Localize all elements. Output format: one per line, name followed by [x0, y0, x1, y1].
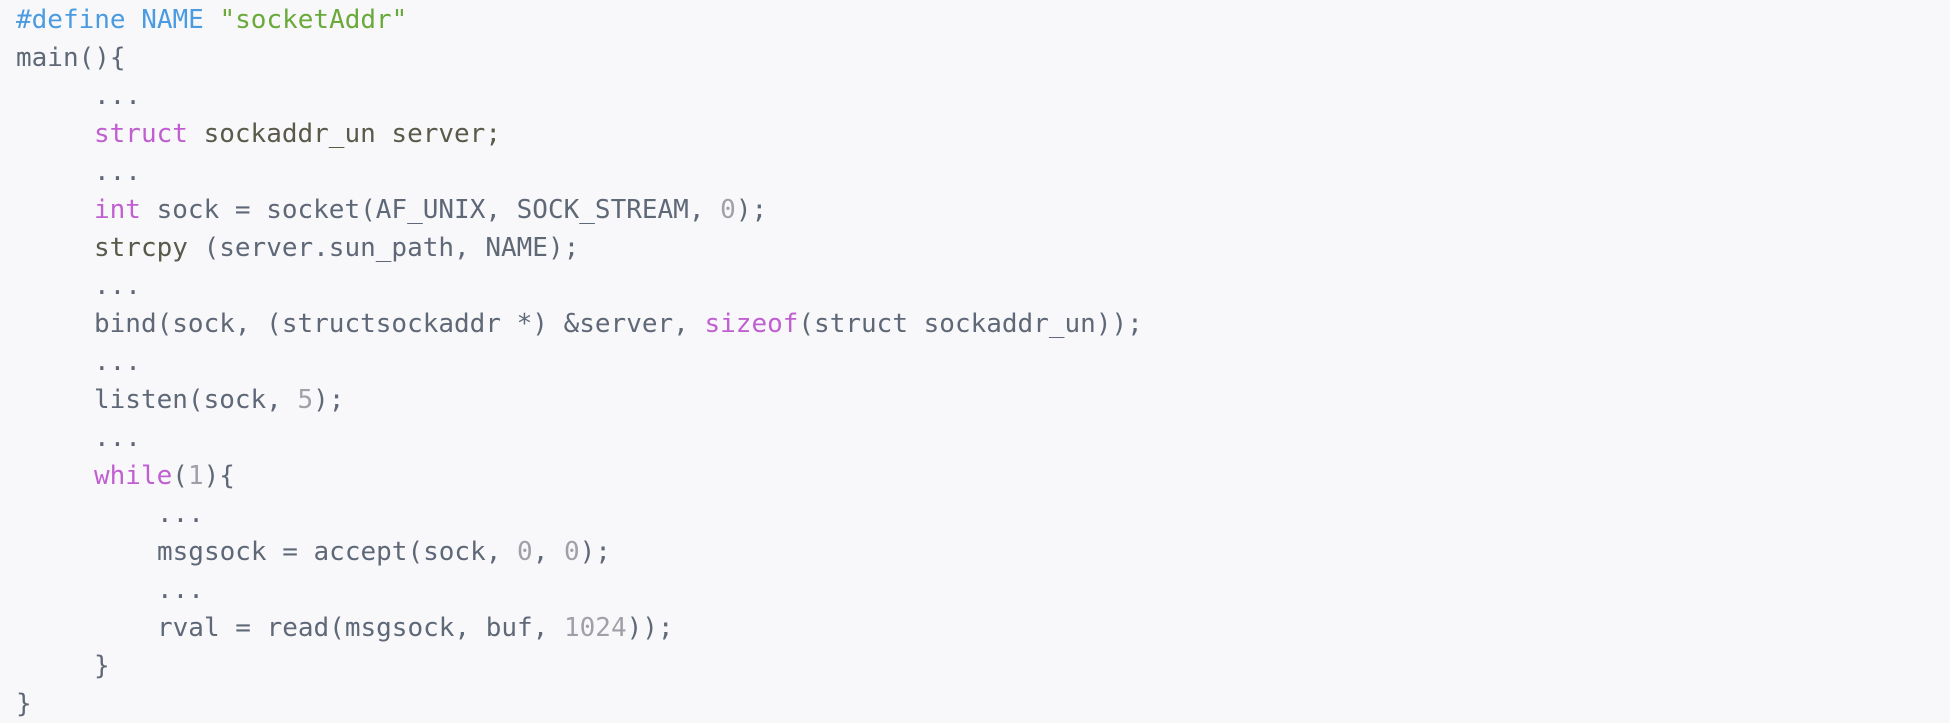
code-token-default: bind(sock, (structsockaddr *) &server,: [94, 309, 705, 339]
code-token-default: );: [735, 195, 768, 225]
code-line: #define NAME "socketAddr": [0, 1, 1950, 39]
code-line: ...: [0, 77, 1950, 115]
code-token-default: }: [16, 689, 32, 719]
code-line: struct sockaddr_un server;: [0, 115, 1950, 153]
code-token-keyword: sizeof: [704, 309, 799, 339]
code-token-number: 1: [187, 461, 204, 491]
code-token-default: (struct sockaddr_un));: [798, 309, 1143, 339]
code-token-number: 0: [564, 537, 580, 567]
code-token-default: }: [94, 651, 110, 681]
code-token-number: 0: [517, 537, 533, 567]
code-line: while(1){: [0, 457, 1950, 495]
code-line: strcpy (server.sun_path, NAME);: [0, 229, 1950, 267]
code-token-default: ...: [94, 81, 141, 111]
code-token-number: 0: [720, 195, 736, 225]
code-token-default: sock = socket(AF_UNIX, SOCK_STREAM,: [140, 195, 721, 225]
code-token-number: 1024: [564, 613, 627, 643]
code-token-default: ...: [157, 575, 204, 605]
code-token-default: ...: [157, 499, 204, 529]
code-token-default: main(){: [16, 43, 126, 73]
code-token-default: rval = read(msgsock, buf,: [157, 613, 564, 643]
code-token-keyword: struct: [94, 119, 188, 149]
code-line: ...: [0, 495, 1950, 533]
code-token-default: ...: [94, 157, 141, 187]
code-token-default: listen(sock,: [94, 385, 298, 415]
code-token-default: ...: [94, 271, 141, 301]
code-line: }: [0, 685, 1950, 723]
code-token-default: ){: [203, 461, 235, 491]
code-token-keyword: int: [94, 195, 141, 225]
code-token-type-name: sockaddr_un server;: [187, 119, 501, 149]
code-token-default: );: [579, 537, 611, 567]
code-token-default: ...: [94, 423, 141, 453]
code-token-type-name: strcpy: [94, 233, 188, 263]
code-line: ...: [0, 571, 1950, 609]
code-token-default: msgsock = accept(sock,: [157, 537, 518, 567]
code-token-default: ...: [94, 347, 141, 377]
code-line: ...: [0, 153, 1950, 191]
code-line: ...: [0, 343, 1950, 381]
code-line: rval = read(msgsock, buf, 1024));: [0, 609, 1950, 647]
code-line: main(){: [0, 39, 1950, 77]
code-line: bind(sock, (structsockaddr *) &server, s…: [0, 305, 1950, 343]
code-token-default: ));: [626, 613, 674, 643]
code-token-keyword: while: [94, 461, 173, 491]
code-line: }: [0, 647, 1950, 685]
code-token-string: "socketAddr": [219, 5, 408, 35]
code-line: int sock = socket(AF_UNIX, SOCK_STREAM, …: [0, 191, 1950, 229]
code-line: msgsock = accept(sock, 0, 0);: [0, 533, 1950, 571]
code-token-default: (: [172, 461, 188, 491]
code-token-default: );: [313, 385, 345, 415]
code-line: ...: [0, 419, 1950, 457]
code-token-default: ,: [532, 537, 564, 567]
code-line: ...: [0, 267, 1950, 305]
code-line: listen(sock, 5);: [0, 381, 1950, 419]
code-token-default: (server.sun_path, NAME);: [187, 233, 580, 263]
code-token-number: 5: [297, 385, 314, 415]
code-token-preprocessor: #define NAME: [16, 5, 220, 35]
